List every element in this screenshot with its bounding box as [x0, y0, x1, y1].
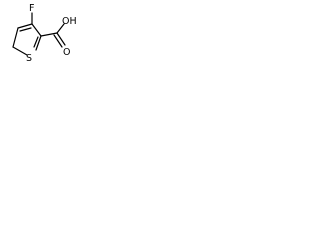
bond-c4-c3	[17, 23, 33, 29]
structure-canvas: F S O OH	[0, 0, 84, 75]
bond-c3-c2	[31, 23, 42, 37]
bond-c4-c3-inner	[19, 27, 32, 32]
fluorine-label: F	[29, 3, 34, 14]
chemical-structure-diagram: F S O OH	[12, 3, 77, 64]
bond-c-oh	[56, 23, 65, 34]
bond-c5-c4	[12, 27, 19, 48]
bond-carbonyl-double	[53, 34, 63, 48]
carbonyl-oxygen-label: O	[63, 47, 70, 58]
bond-carbonyl	[56, 32, 66, 46]
bond-c2-s	[35, 35, 42, 51]
bond-c2-carboxyl	[40, 32, 58, 37]
sulfur-label: S	[26, 53, 32, 64]
bond-c2-s-inner	[33, 36, 39, 48]
bond-s-c5	[12, 46, 28, 56]
hydroxyl-label: OH	[62, 16, 77, 27]
